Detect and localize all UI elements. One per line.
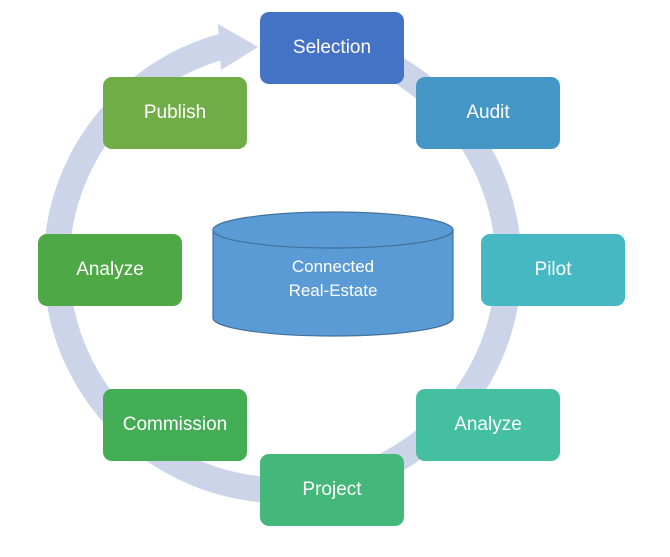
step-project: Project	[260, 454, 404, 526]
step-analyze-right: Analyze	[416, 389, 560, 461]
ring-arrowhead	[218, 24, 258, 70]
step-selection-label: Selection	[292, 37, 372, 58]
step-analyze-left-label: Analyze	[76, 259, 144, 280]
step-audit: Audit	[416, 77, 560, 149]
step-pilot-label: Pilot	[534, 259, 572, 280]
step-analyze-left: Analyze	[38, 234, 182, 306]
step-analyze-right-label: Analyze	[454, 414, 522, 435]
center-label-line1: Connected	[291, 257, 375, 276]
center-label: Connected Real-Estate	[213, 255, 453, 303]
center-label-line2: Real-Estate	[288, 281, 378, 300]
database-cylinder	[212, 211, 454, 337]
step-pilot: Pilot	[481, 234, 625, 306]
step-audit-label: Audit	[466, 102, 510, 123]
step-commission-label: Commission	[122, 414, 228, 435]
step-publish-label: Publish	[143, 102, 207, 123]
step-publish: Publish	[103, 77, 247, 149]
step-selection: Selection	[260, 12, 404, 84]
step-commission: Commission	[103, 389, 247, 461]
step-project-label: Project	[302, 479, 362, 500]
